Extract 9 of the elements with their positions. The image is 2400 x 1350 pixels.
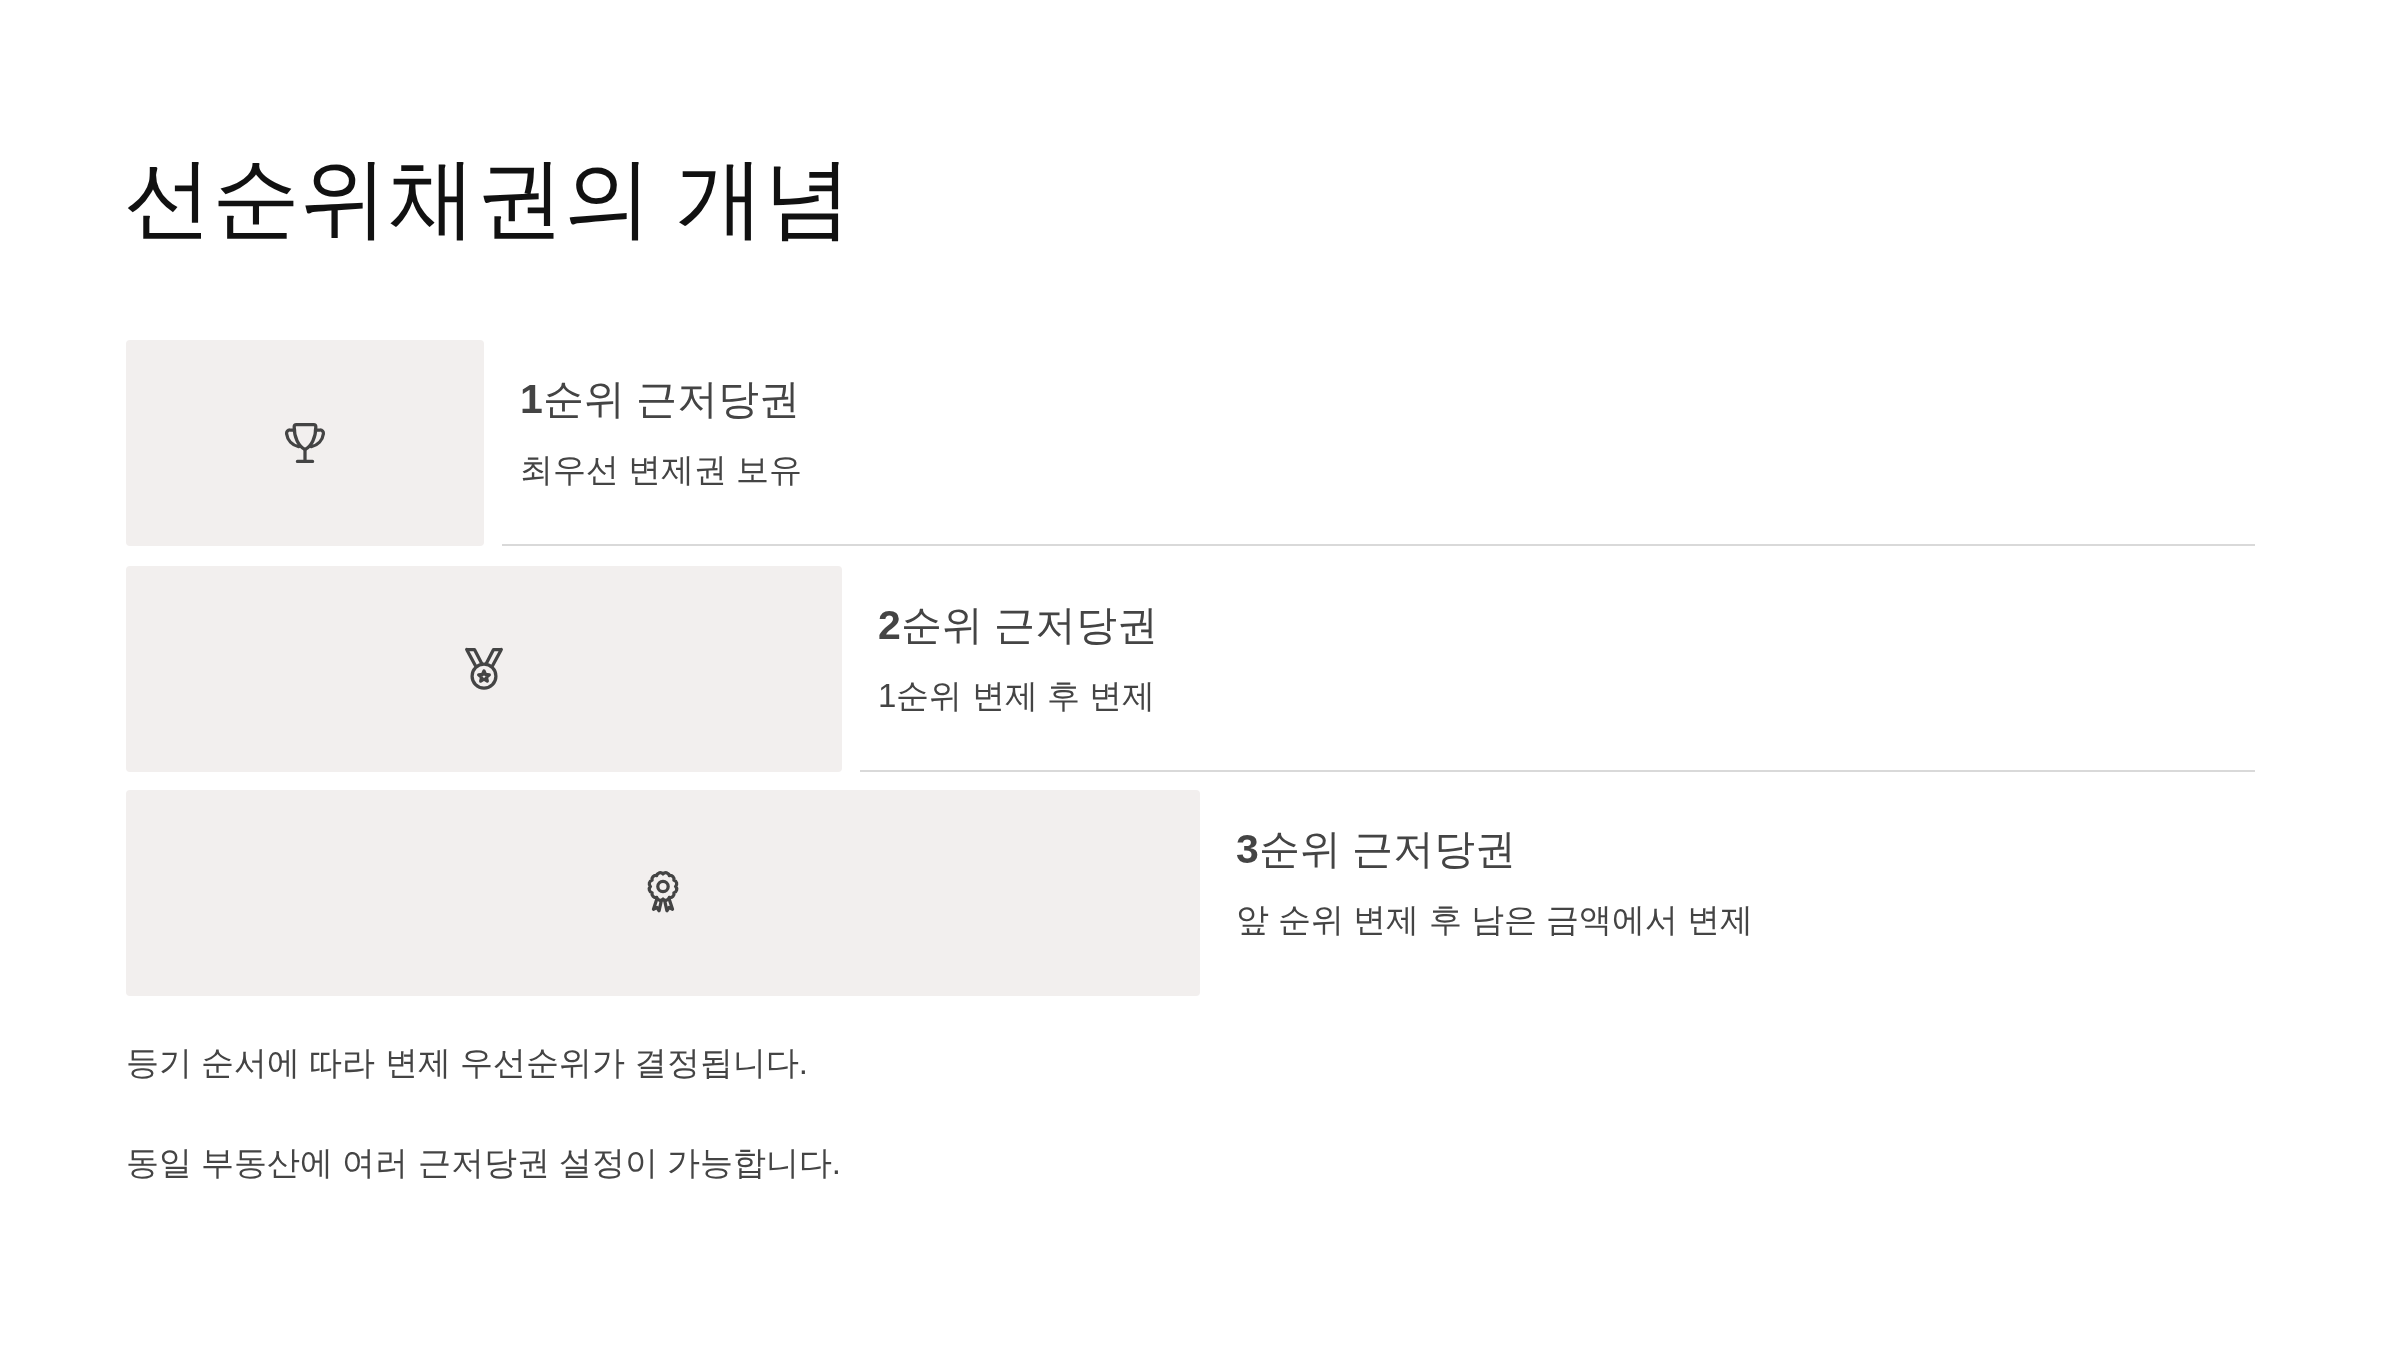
note-text: 등기 순서에 따라 변제 우선순위가 결정됩니다. [126, 1043, 808, 1083]
rank-description: 앞 순위 변제 후 남은 금액에서 변제 [1236, 900, 1753, 941]
note-text: 동일 부동산에 여러 근저당권 설정이 가능합니다. [126, 1143, 841, 1183]
page-title: 선순위채권의 개념 [124, 150, 853, 247]
rank-heading: 2순위 근저당권 [878, 601, 1159, 650]
rank-description: 최우선 변제권 보유 [520, 450, 803, 491]
rank-heading: 3순위 근저당권 [1236, 825, 1517, 874]
rank-heading: 1순위 근저당권 [520, 375, 801, 424]
rank-description: 1순위 변제 후 변제 [878, 676, 1155, 717]
